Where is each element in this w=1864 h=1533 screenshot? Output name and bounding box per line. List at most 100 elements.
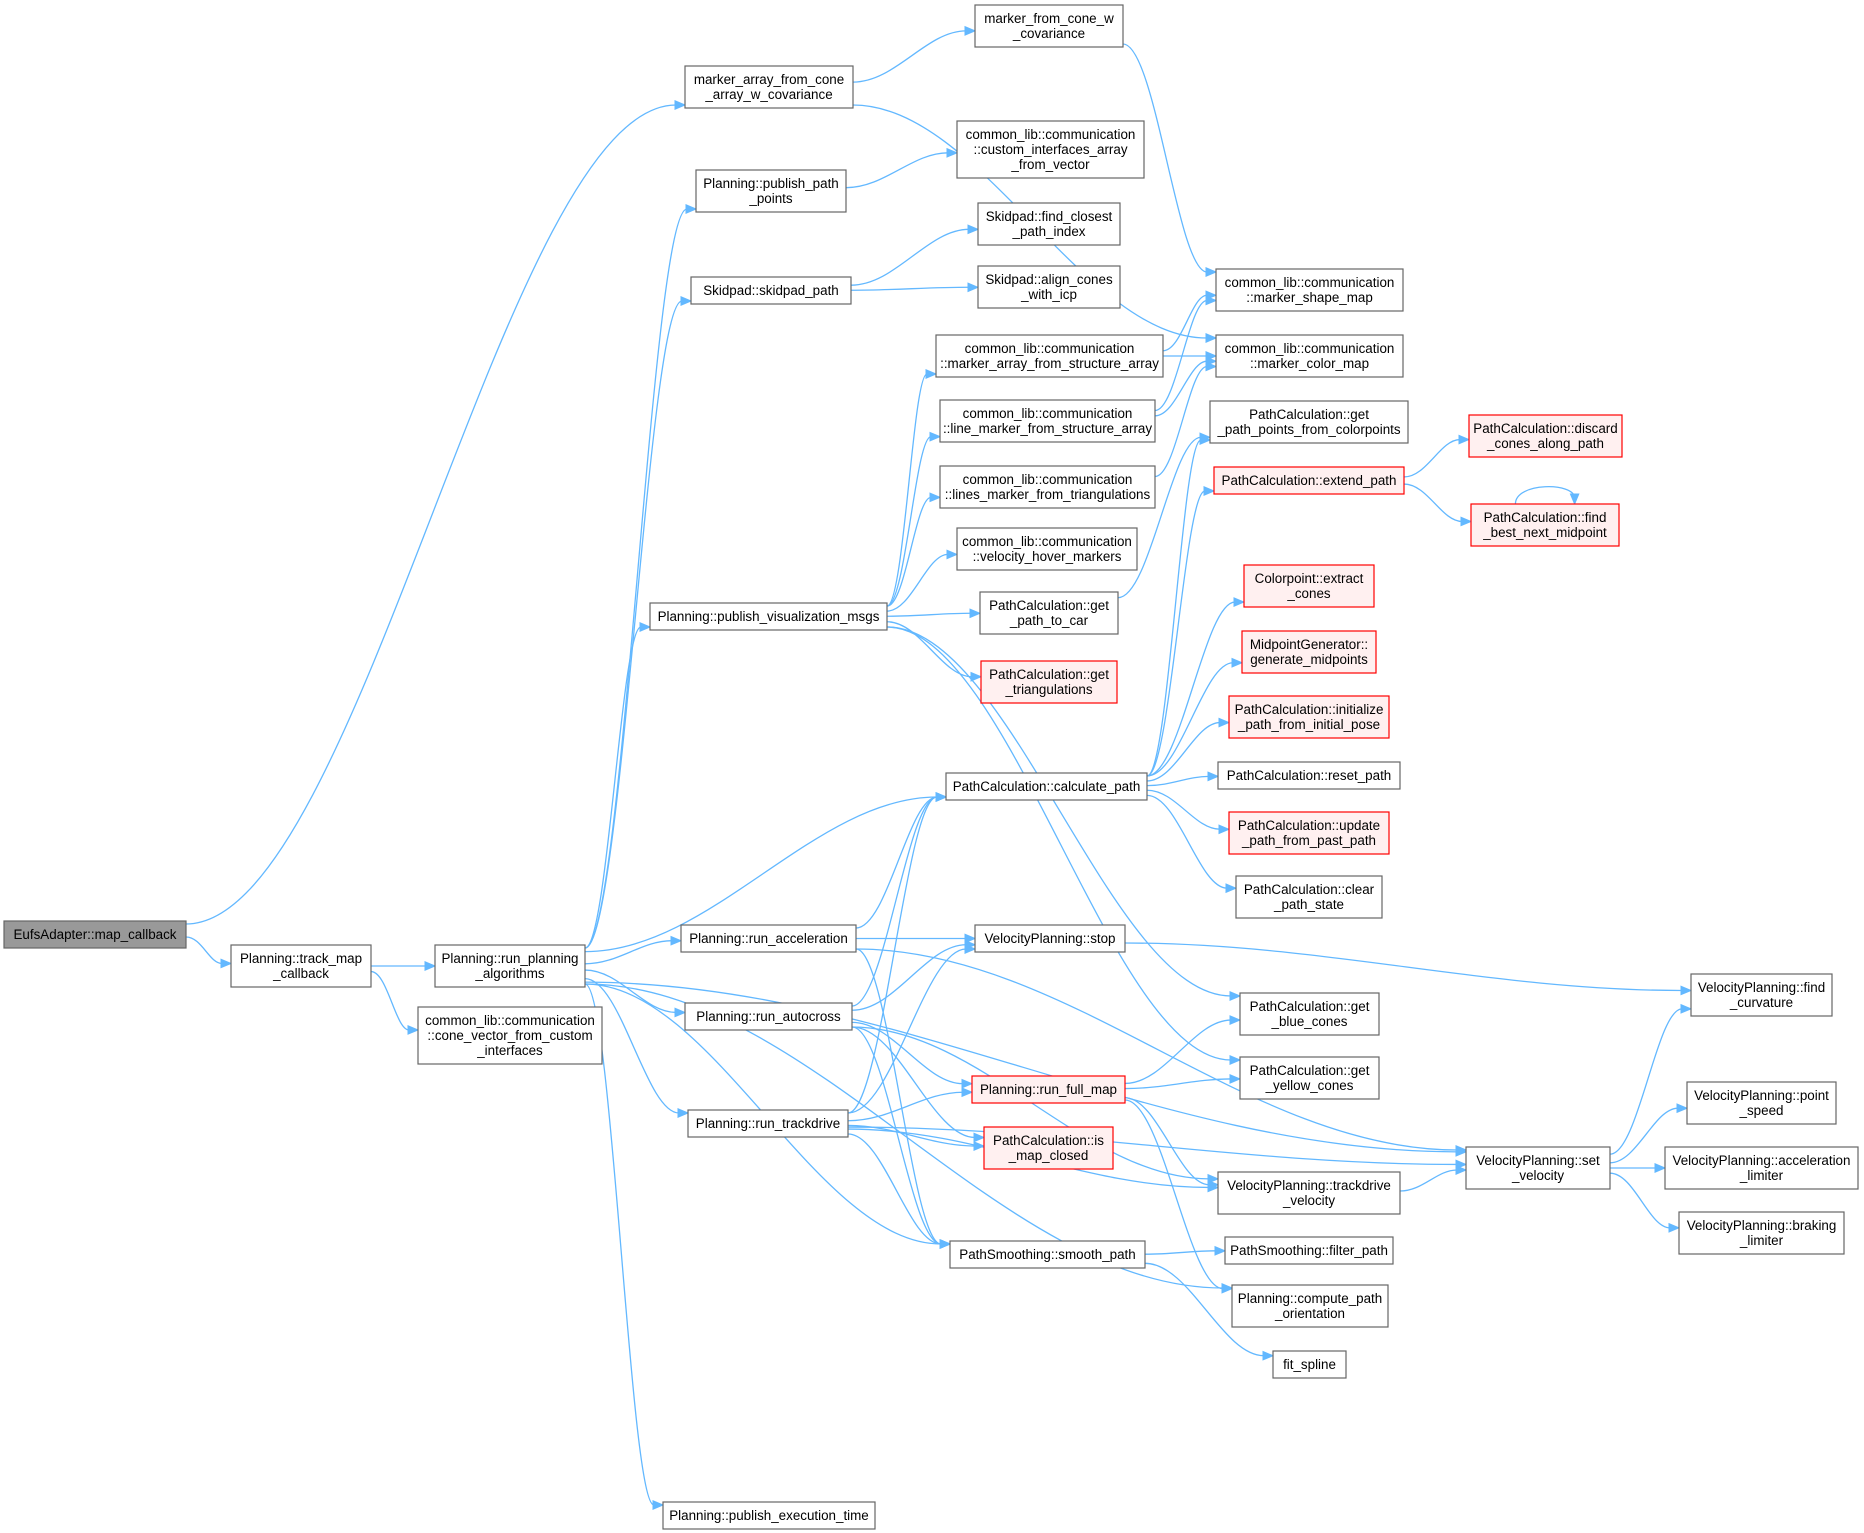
node-n44[interactable]: VelocityPlanning::braking_limiter	[1678, 1211, 1845, 1255]
node-n49[interactable]: Planning::publish_execution_time	[662, 1501, 876, 1530]
node-n25[interactable]: MidpointGenerator::generate_midpoints	[1241, 630, 1377, 674]
arrowhead	[929, 431, 942, 442]
arrowhead	[1680, 985, 1693, 996]
node-box	[980, 660, 1118, 704]
node-label-line: _path_points_from_colorpoints	[1216, 422, 1400, 437]
node-label-line: PathCalculation::get	[1249, 407, 1369, 422]
node-label-line: _algorithms	[474, 966, 545, 981]
edge-line	[1146, 789, 1221, 830]
edge-n30-n21	[1146, 486, 1216, 777]
edge-line	[847, 1091, 964, 1122]
node-n1[interactable]: Planning::track_map_callback	[230, 944, 372, 988]
node-n39[interactable]: VelocityPlanning::trackdrive_velocity	[1217, 1171, 1401, 1215]
node-label-line: _speed	[1739, 1103, 1784, 1118]
node-n0[interactable]: EufsAdapter::map_callback	[3, 920, 187, 949]
node-n18[interactable]: PathCalculation::get_path_to_car	[979, 591, 1119, 635]
node-n48[interactable]: fit_spline	[1272, 1350, 1347, 1379]
node-label-line: PathCalculation::calculate_path	[953, 779, 1141, 794]
node-n29[interactable]: PathCalculation::clear_path_state	[1235, 875, 1383, 919]
node-n15[interactable]: common_lib::communication::lines_marker_…	[939, 465, 1156, 509]
node-n34[interactable]: PathCalculation::get_blue_cones	[1239, 992, 1380, 1036]
node-n37[interactable]: Planning::run_trackdrive	[687, 1109, 849, 1138]
arrowhead	[1218, 717, 1231, 728]
node-label-line: Colorpoint::extract	[1255, 571, 1364, 586]
arrowhead	[964, 25, 977, 36]
edge-n17-n18	[886, 608, 982, 619]
node-n17[interactable]: Planning::publish_visualization_msgs	[649, 602, 888, 631]
node-n31[interactable]: Planning::run_acceleration	[680, 924, 857, 953]
node-label-line: marker_array_from_cone	[694, 72, 844, 87]
node-n40[interactable]: VelocityPlanning::set_velocity	[1465, 1146, 1611, 1190]
node-n43[interactable]: VelocityPlanning::acceleration_limiter	[1664, 1146, 1859, 1190]
node-box	[1228, 811, 1390, 855]
node-n9[interactable]: Skidpad::find_closest_path_index	[977, 202, 1121, 246]
arrowhead	[939, 1239, 952, 1249]
node-label-line: generate_midpoints	[1250, 652, 1368, 667]
node-n36[interactable]: PathCalculation::get_yellow_cones	[1239, 1056, 1380, 1100]
node-n3[interactable]: common_lib::communication::cone_vector_f…	[417, 1006, 603, 1065]
edge-n17-n15	[886, 492, 942, 607]
arrowhead	[1218, 824, 1231, 835]
edge-line	[886, 553, 949, 612]
edge-n4-n5	[852, 25, 977, 83]
node-n45[interactable]: PathSmoothing::smooth_path	[949, 1240, 1146, 1269]
node-n19[interactable]: PathCalculation::get_triangulations	[980, 660, 1118, 704]
node-box	[690, 276, 852, 305]
node-n27[interactable]: PathCalculation::reset_path	[1217, 761, 1401, 790]
node-n8[interactable]: Skidpad::skidpad_path	[690, 276, 852, 305]
node-n6[interactable]: Planning::publish_path_points	[695, 169, 847, 213]
node-n20[interactable]: PathCalculation::get_path_points_from_co…	[1209, 400, 1409, 444]
node-n24[interactable]: Colorpoint::extract_cones	[1243, 564, 1375, 608]
node-n30[interactable]: PathCalculation::calculate_path	[945, 772, 1148, 801]
node-label-line: _best_next_midpoint	[1482, 525, 1607, 540]
node-n12[interactable]: common_lib::communication::marker_color_…	[1215, 334, 1404, 378]
node-n23[interactable]: PathCalculation::find_best_next_midpoint	[1470, 503, 1620, 547]
node-n28[interactable]: PathCalculation::update_path_from_past_p…	[1228, 811, 1390, 855]
edge-n0-n4	[185, 100, 687, 925]
node-n46[interactable]: PathSmoothing::filter_path	[1224, 1236, 1394, 1265]
edge-line	[1146, 490, 1206, 777]
node-label-line: Planning::run_full_map	[980, 1082, 1117, 1097]
node-n47[interactable]: Planning::compute_path_orientation	[1231, 1284, 1389, 1328]
node-n4[interactable]: marker_array_from_cone_array_w_covarianc…	[684, 65, 854, 109]
node-n5[interactable]: marker_from_cone_w_covariance	[974, 4, 1124, 48]
arrowhead	[1569, 493, 1580, 506]
node-n26[interactable]: PathCalculation::initialize_path_from_in…	[1228, 695, 1390, 739]
edge-n6-n7	[845, 147, 959, 189]
node-n7[interactable]: common_lib::communication::custom_interf…	[956, 120, 1145, 179]
node-n16[interactable]: common_lib::communication::velocity_hove…	[956, 527, 1138, 571]
node-n13[interactable]: common_lib::communication::marker_array_…	[935, 334, 1164, 378]
node-n11[interactable]: common_lib::communication::marker_shape_…	[1215, 268, 1404, 312]
edge-n35-n39	[1124, 1097, 1220, 1190]
node-n2[interactable]: Planning::run_planning_algorithms	[434, 944, 586, 988]
node-n21[interactable]: PathCalculation::extend_path	[1213, 466, 1405, 495]
edge-n31-n32	[855, 933, 977, 944]
arrowhead	[1676, 1103, 1689, 1114]
node-label-line: PathCalculation::find	[1484, 510, 1607, 525]
node-label-line: _points	[748, 191, 792, 206]
node-label-line: _cones	[1286, 586, 1330, 601]
arrowhead	[1221, 1283, 1234, 1294]
node-box	[939, 399, 1156, 443]
node-box	[945, 772, 1148, 801]
node-box	[935, 334, 1164, 378]
node-n33[interactable]: Planning::run_autocross	[684, 1002, 853, 1031]
edge-n30-n27	[1146, 771, 1220, 787]
arrowhead	[652, 1500, 665, 1510]
node-n38[interactable]: PathCalculation::is_map_closed	[983, 1126, 1114, 1170]
node-n10[interactable]: Skidpad::align_cones_with_icp	[977, 265, 1121, 309]
edge-line	[1146, 794, 1228, 889]
edge-line	[1399, 1169, 1458, 1192]
node-n14[interactable]: common_lib::communication::line_marker_f…	[939, 399, 1156, 443]
node-n41[interactable]: VelocityPlanning::find_curvature	[1690, 973, 1833, 1017]
edge-n45-n46	[1144, 1245, 1227, 1256]
node-n32[interactable]: VelocityPlanning::stop	[974, 924, 1126, 953]
edge-n17-n36	[886, 626, 1242, 1065]
node-n22[interactable]: PathCalculation::discard_cones_along_pat…	[1468, 414, 1623, 458]
node-n42[interactable]: VelocityPlanning::point_speed	[1686, 1081, 1837, 1125]
node-n35[interactable]: Planning::run_full_map	[971, 1075, 1126, 1104]
node-box	[974, 4, 1124, 48]
arrowhead	[407, 1024, 420, 1035]
node-label-line: _cones_along_path	[1486, 436, 1604, 451]
